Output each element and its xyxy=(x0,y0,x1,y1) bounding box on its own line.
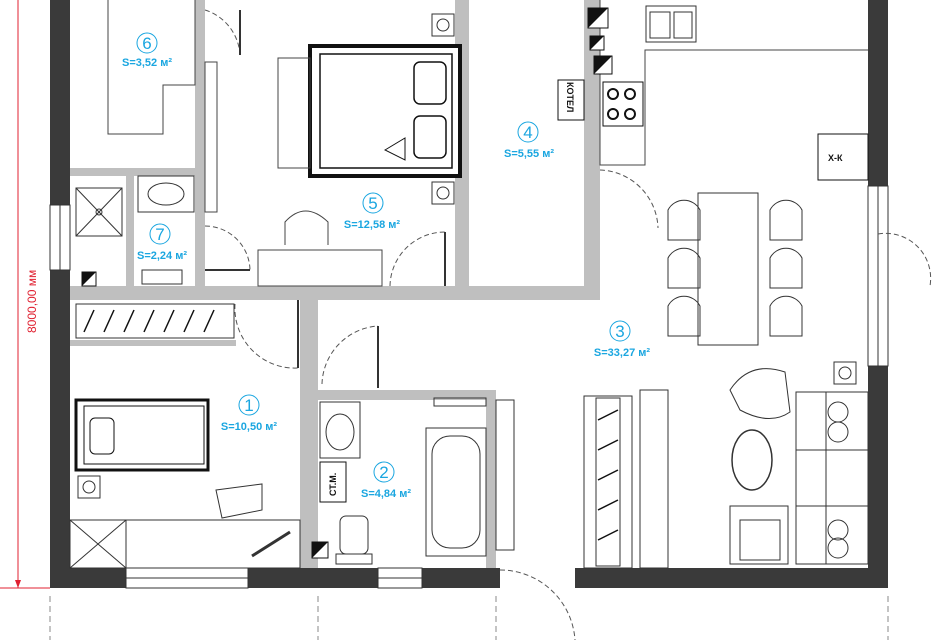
bed-double xyxy=(277,44,462,178)
coffee-table-icon xyxy=(731,429,773,491)
stove-icon xyxy=(602,81,644,127)
sofa-icon xyxy=(795,391,869,565)
room-label-7: 7 S=2,24 м² xyxy=(137,223,187,262)
room-label-2: 2 S=4,84 м² xyxy=(361,461,411,500)
room-label-1: 1 S=10,50 м² xyxy=(221,394,277,433)
room-number: 4 xyxy=(523,123,532,142)
room-6-furniture xyxy=(107,0,218,213)
shower-icon xyxy=(75,187,123,237)
washbasin-icon xyxy=(137,175,361,459)
kitchen-counter xyxy=(599,0,868,166)
exterior-guides xyxy=(49,596,889,640)
room-number: 2 xyxy=(379,463,388,482)
room-area: S=2,24 м² xyxy=(137,250,187,262)
room-label-4: 4 S=5,55 м² xyxy=(504,121,554,160)
room-label-6: 6 S=3,52 м² xyxy=(122,32,172,69)
dining-table xyxy=(667,192,803,346)
bed-single xyxy=(74,398,210,472)
room-number: 6 xyxy=(142,34,151,53)
door-leaves xyxy=(205,10,446,388)
room-area: S=10,50 м² xyxy=(221,421,277,433)
room-area: S=3,52 м² xyxy=(122,57,172,69)
washer-label: СТ.М. xyxy=(328,473,338,496)
sink-icon xyxy=(645,5,697,43)
boiler-label: КОТЕЛ xyxy=(565,82,575,112)
room-area: S=12,58 м² xyxy=(344,219,400,231)
wardrobe-living xyxy=(583,389,669,569)
toilet-icon xyxy=(141,269,373,565)
desk-room1 xyxy=(69,483,301,569)
fridge-icon: Х-К xyxy=(817,133,869,181)
room-number: 1 xyxy=(244,396,253,415)
room-label-3: 3 S=33,27 м² xyxy=(594,320,650,359)
outer-walls xyxy=(50,0,888,588)
dimension-line: 8000,00 мм xyxy=(0,0,50,589)
doors xyxy=(204,9,932,640)
room-label-5: 5 S=12,58 м² xyxy=(344,192,400,231)
wardrobe-corridor xyxy=(75,303,235,339)
dimension-label: 8000,00 мм xyxy=(25,270,39,333)
socket-icon xyxy=(77,13,857,499)
room-number: 3 xyxy=(615,322,624,341)
room-number: 7 xyxy=(155,225,164,244)
washer-icon: СТ.М. xyxy=(319,461,347,503)
armchair-icon xyxy=(729,368,791,565)
room-area: S=33,27 м² xyxy=(594,347,650,359)
room-area: S=5,55 м² xyxy=(504,148,554,160)
fridge-label: Х-К xyxy=(828,153,843,163)
vent-icon xyxy=(81,7,613,559)
room-number: 5 xyxy=(368,194,377,213)
boiler-icon: КОТЕЛ xyxy=(557,79,585,121)
bedroom-desk xyxy=(257,210,383,287)
bathtub-icon xyxy=(425,397,515,557)
windows xyxy=(49,185,889,589)
partitions xyxy=(70,0,600,568)
room-area: S=4,84 м² xyxy=(361,488,411,500)
